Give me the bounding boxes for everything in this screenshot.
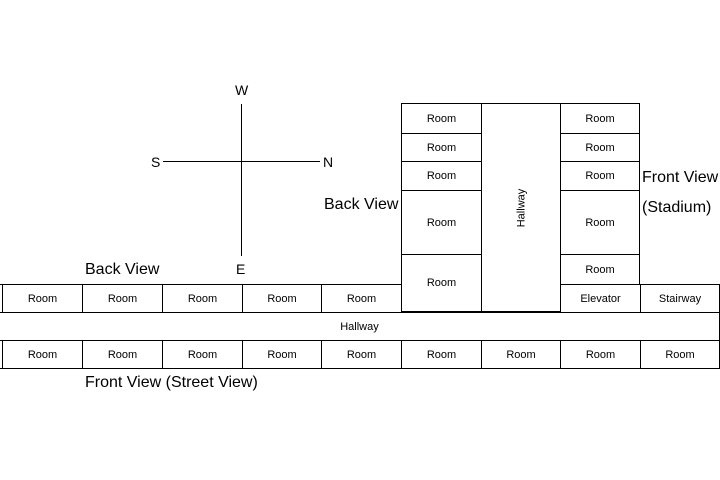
front-row-room-9: Room: [640, 340, 720, 369]
horizontal-hallway-label: Hallway: [340, 320, 379, 333]
back-view-label-left: Back View: [85, 261, 160, 278]
front-row-room-4: Room: [242, 340, 322, 369]
wing-left-room-3: Room: [401, 161, 482, 191]
vertical-hallway-label: Hallway: [514, 188, 527, 227]
front-row-room-5: Room: [321, 340, 402, 369]
compass-east-label: E: [236, 261, 246, 277]
wing-left-room-1: Room: [401, 103, 482, 134]
back-row-room-3: Room: [162, 284, 243, 313]
horizontal-hallway: Hallway: [0, 312, 720, 341]
front-view-stadium-label: Front View: [642, 169, 719, 186]
front-row-room-8: Room: [560, 340, 641, 369]
compass-south-label: S: [151, 154, 161, 170]
wing-left-room-2: Room: [401, 133, 482, 162]
wing-left-room-5: Room: [401, 254, 482, 312]
compass-north-label: N: [323, 154, 334, 170]
wing-left-room-4: Room: [401, 190, 482, 255]
wing-right-room-2: Room: [560, 133, 640, 162]
front-row-room-6: Room: [401, 340, 482, 369]
compass-west-label: W: [235, 82, 249, 98]
front-row-room-3: Room: [162, 340, 243, 369]
front-view-stadium-sublabel: (Stadium): [642, 199, 712, 216]
wing-right-room-3: Room: [560, 161, 640, 191]
front-view-street-label: Front View (Street View): [85, 374, 258, 391]
back-row-room-1: Room: [2, 284, 83, 313]
wing-right-room-1: Room: [560, 103, 640, 134]
back-row-room-4: Room: [242, 284, 322, 313]
back-row-room-2: Room: [82, 284, 163, 313]
wing-right-room-5: Room: [560, 254, 640, 285]
vertical-hallway: Hallway: [481, 103, 561, 312]
back-row-room-5: Room: [321, 284, 402, 313]
front-row-room-1: Room: [2, 340, 83, 369]
front-row-room-2: Room: [82, 340, 163, 369]
elevator: Elevator: [560, 284, 641, 313]
back-view-label-top: Back View: [324, 196, 399, 213]
stairway: Stairway: [640, 284, 720, 313]
compass-vertical-line: [241, 104, 242, 256]
compass-horizontal-line: [163, 161, 320, 162]
wing-right-room-4: Room: [560, 190, 640, 255]
front-row-room-7: Room: [481, 340, 561, 369]
